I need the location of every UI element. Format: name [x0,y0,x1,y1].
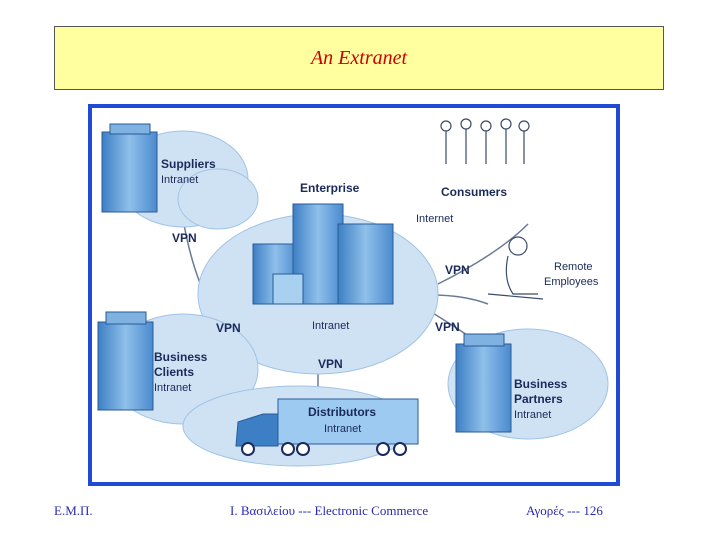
vpn-partners-label: VPN [435,320,460,334]
suppliers-label: Suppliers [161,157,216,171]
employees-label: Employees [544,276,599,288]
vpn-suppliers-label: VPN [172,231,197,245]
enterprise-intranet-label: Intranet [312,320,349,332]
consumers-label: Consumers [441,185,507,199]
business-partners-building [455,333,512,433]
business-partners-intranet-label: Intranet [514,409,551,421]
vpn-remote-label: VPN [445,263,470,277]
business-partners-label-1: Business [514,377,568,391]
remote-employee-icon [487,236,544,300]
title-box: An Extranet [54,26,664,90]
distributors-truck [235,398,419,456]
consumers-people-icon [440,118,530,164]
business-clients-label-2: Clients [154,365,194,379]
vpn-distributors-label: VPN [318,357,343,371]
suppliers-intranet-label: Intranet [161,174,198,186]
business-partners-label-2: Partners [514,392,563,406]
remote-label: Remote [554,261,593,273]
footer-page-number: Αγορές --- 126 [526,503,603,518]
enterprise-label: Enterprise [300,181,360,195]
business-clients-label-1: Business [154,350,208,364]
internet-label: Internet [416,213,453,225]
enterprise-building [252,203,394,305]
footer-center: Ι. Βασιλείου --- Electronic Commerce [230,503,429,518]
footer-left: Ε.Μ.Π. [54,503,93,518]
distributors-label: Distributors [308,405,376,419]
business-clients-building [97,311,154,411]
vpn-clients-label: VPN [216,321,241,335]
slide-title: An Extranet [310,47,408,69]
distributors-intranet-label: Intranet [324,423,361,435]
extranet-diagram: Suppliers Intranet Enterprise Consumers … [88,104,620,486]
suppliers-building [101,123,158,213]
business-clients-intranet-label: Intranet [154,382,191,394]
